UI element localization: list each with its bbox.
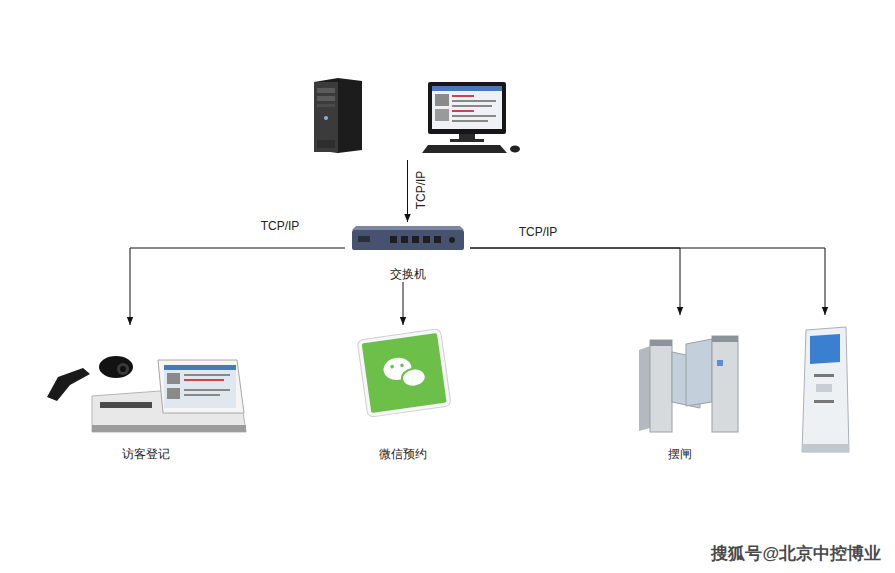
protocol-label: TCP/IP bbox=[414, 169, 428, 212]
gate-node: 摆闸 bbox=[622, 315, 738, 462]
device-caption: 访客登记 bbox=[120, 446, 172, 462]
network-switch-icon bbox=[352, 226, 464, 250]
switch-node: 交换机 bbox=[345, 222, 470, 282]
computer-node bbox=[305, 74, 527, 160]
network-link bbox=[407, 160, 408, 222]
network-link bbox=[470, 248, 825, 315]
wechat-phone-icon bbox=[357, 329, 451, 418]
network-link bbox=[130, 248, 345, 325]
network-link bbox=[403, 282, 404, 325]
monitor-icon bbox=[422, 82, 520, 153]
pc-tower-icon bbox=[314, 78, 362, 153]
kiosk-icon bbox=[802, 327, 849, 452]
device-caption: 交换机 bbox=[388, 266, 428, 282]
protocol-label: TCP/IP bbox=[259, 219, 302, 233]
visitor-terminal-icon bbox=[47, 356, 246, 432]
kiosk-node bbox=[796, 315, 854, 455]
watermark: 搜狐号@北京中控博业 bbox=[711, 542, 881, 565]
terminal-node: 访客登记 bbox=[40, 325, 252, 462]
phone-node: 微信预约 bbox=[352, 325, 454, 462]
network-link bbox=[470, 248, 680, 315]
device-caption: 微信预约 bbox=[377, 446, 429, 462]
swing-gate-icon bbox=[639, 336, 738, 432]
protocol-label: TCP/IP bbox=[517, 225, 560, 239]
device-caption: 摆闸 bbox=[666, 446, 694, 462]
